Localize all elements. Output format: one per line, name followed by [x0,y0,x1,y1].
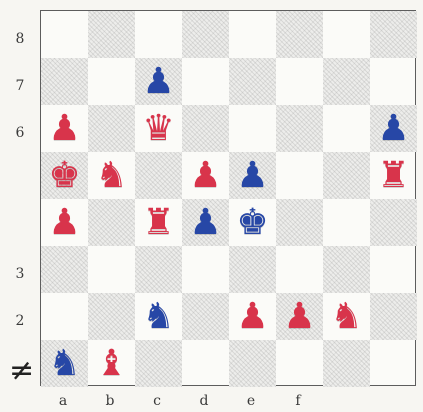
square-f4[interactable] [276,199,323,246]
square-h7[interactable] [370,58,417,105]
square-g8[interactable] [323,11,370,58]
red-queen-c6[interactable]: ♛ [135,105,182,152]
square-h8[interactable] [370,11,417,58]
square-b7[interactable] [88,58,135,105]
blue-pawn-d4[interactable]: ♟ [182,199,229,246]
square-g5[interactable] [323,152,370,199]
square-g1[interactable] [323,340,370,387]
file-label-e: e [242,394,260,408]
square-f1[interactable] [276,340,323,387]
red-rook-h5[interactable]: ♜ [370,152,417,199]
square-b2[interactable] [88,293,135,340]
square-a3[interactable] [41,246,88,293]
rank-label-6: 6 [12,126,28,140]
blue-king-e4[interactable]: ♚ [229,199,276,246]
square-f7[interactable] [276,58,323,105]
red-pawn-e2[interactable]: ♟ [229,293,276,340]
square-a7[interactable] [41,58,88,105]
red-knight-g2[interactable]: ♞ [323,293,370,340]
file-label-a: a [54,394,72,408]
square-h2[interactable] [370,293,417,340]
square-e7[interactable] [229,58,276,105]
square-g6[interactable] [323,105,370,152]
square-d7[interactable] [182,58,229,105]
square-f6[interactable] [276,105,323,152]
square-d8[interactable] [182,11,229,58]
red-king-a5[interactable]: ♚ [41,152,88,199]
red-knight-b5[interactable]: ♞ [88,152,135,199]
chessboard: ♟♟♛♟♚♞♟♟♜♟♜♟♚♞♟♟♞♞♝ [40,10,416,386]
square-c3[interactable] [135,246,182,293]
rank-label-2: 2 [12,314,28,328]
rank-label-8: 8 [12,32,28,46]
rank-label-3: 3 [12,267,28,281]
square-d1[interactable] [182,340,229,387]
blue-pawn-h6[interactable]: ♟ [370,105,417,152]
file-label-c: c [148,394,166,408]
square-c5[interactable] [135,152,182,199]
square-f8[interactable] [276,11,323,58]
blue-knight-a1[interactable]: ♞ [41,340,88,387]
square-a2[interactable] [41,293,88,340]
square-f5[interactable] [276,152,323,199]
red-pawn-a6[interactable]: ♟ [41,105,88,152]
square-b8[interactable] [88,11,135,58]
square-e6[interactable] [229,105,276,152]
square-d3[interactable] [182,246,229,293]
blue-pawn-c7[interactable]: ♟ [135,58,182,105]
square-c1[interactable] [135,340,182,387]
blue-pawn-e5[interactable]: ♟ [229,152,276,199]
file-label-d: d [195,394,213,408]
square-e8[interactable] [229,11,276,58]
file-label-b: b [101,394,119,408]
square-a8[interactable] [41,11,88,58]
square-g3[interactable] [323,246,370,293]
red-pawn-a4[interactable]: ♟ [41,199,88,246]
blue-knight-c2[interactable]: ♞ [135,293,182,340]
square-h3[interactable] [370,246,417,293]
square-h4[interactable] [370,199,417,246]
rank-edge-mark: ≠ [9,357,29,385]
file-label-f: f [289,394,307,408]
square-b4[interactable] [88,199,135,246]
red-rook-c4[interactable]: ♜ [135,199,182,246]
square-d6[interactable] [182,105,229,152]
square-e1[interactable] [229,340,276,387]
square-g7[interactable] [323,58,370,105]
square-e3[interactable] [229,246,276,293]
square-g4[interactable] [323,199,370,246]
square-h1[interactable] [370,340,417,387]
square-b3[interactable] [88,246,135,293]
rank-label-7: 7 [12,79,28,93]
red-pawn-d5[interactable]: ♟ [182,152,229,199]
red-pawn-f2[interactable]: ♟ [276,293,323,340]
square-d2[interactable] [182,293,229,340]
square-c8[interactable] [135,11,182,58]
square-b6[interactable] [88,105,135,152]
red-bishop-b1[interactable]: ♝ [88,340,135,387]
square-f3[interactable] [276,246,323,293]
